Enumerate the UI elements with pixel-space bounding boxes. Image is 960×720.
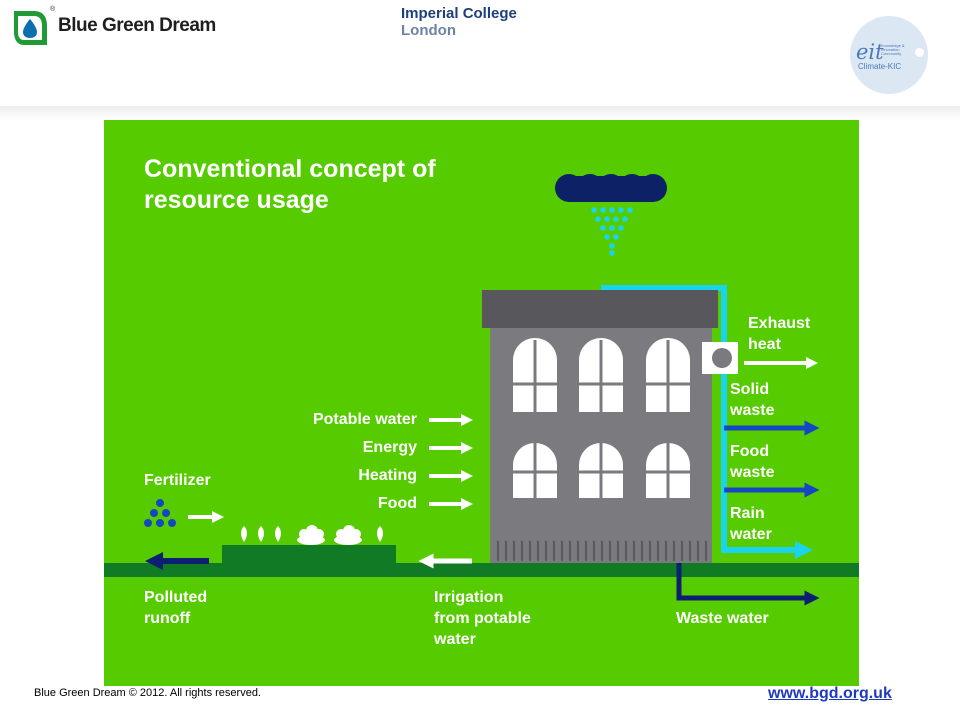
- copyright-notice: Blue Green Dream © 2012. All rights rese…: [34, 687, 261, 699]
- label-solid-waste-line1: Solid: [730, 381, 770, 398]
- exhaust-fan-icon: [702, 342, 738, 374]
- eit-logo-tagline: Knowledge & Innovation Community: [881, 43, 905, 56]
- eit-logo-dot-icon: [915, 48, 924, 57]
- label-exhaust-heat-line2: heat: [748, 336, 781, 353]
- label-polluted-runoff-line1: Polluted: [144, 589, 208, 606]
- label-irrigation-line3: water: [434, 631, 476, 648]
- partner-name-line1: Imperial College: [401, 5, 517, 22]
- rain-water-pipe: [601, 285, 813, 559]
- label-potable-water: Potable water: [312, 411, 417, 428]
- label-rain-water-line1: Rain: [730, 505, 765, 522]
- crop-plants-icon: [241, 525, 383, 545]
- label-polluted-runoff-line2: runoff: [144, 610, 191, 627]
- label-food: Food: [377, 495, 417, 512]
- rain-drops-icon: [591, 207, 633, 256]
- label-food-waste-line1: Food: [730, 443, 770, 460]
- label-exhaust-heat-line1: Exhaust: [748, 315, 811, 332]
- blue-green-dream-logo-icon: [14, 11, 47, 45]
- label-rain-water-line2: water: [730, 526, 772, 543]
- eit-logo-subtitle: Climate-KIC: [858, 62, 902, 71]
- label-food-waste-line2: waste: [730, 464, 775, 481]
- partner-name-line2: London: [401, 22, 456, 39]
- building-icon: [482, 290, 718, 563]
- ground-strip: [104, 563, 859, 577]
- label-irrigation-line2: from potable: [434, 610, 531, 627]
- rain-cloud-icon: [555, 174, 667, 202]
- input-arrows: [429, 414, 473, 510]
- diagram-title: Conventional concept of resource usage: [144, 155, 436, 214]
- registered-mark-icon: ®: [50, 6, 56, 13]
- header-divider: [0, 106, 960, 120]
- label-fertilizer: Fertilizer: [144, 472, 211, 489]
- brand-name: Blue Green Dream: [58, 15, 216, 36]
- eit-logo-text: eit: [856, 40, 884, 64]
- arrow-waste-water: [676, 563, 820, 606]
- label-waste-water: Waste water: [676, 610, 769, 627]
- diagram-panel: Conventional concept of resource usage P…: [104, 120, 859, 686]
- website-link[interactable]: www.bgd.org.uk: [768, 685, 892, 702]
- fertilizer-pellets-icon: [144, 499, 176, 527]
- label-energy: Energy: [362, 439, 417, 456]
- label-irrigation-line1: Irrigation: [434, 589, 504, 606]
- label-solid-waste-line2: waste: [730, 402, 775, 419]
- field-bed: [222, 545, 396, 565]
- label-heating: Heating: [358, 467, 417, 484]
- diagram-graphics: [104, 174, 859, 606]
